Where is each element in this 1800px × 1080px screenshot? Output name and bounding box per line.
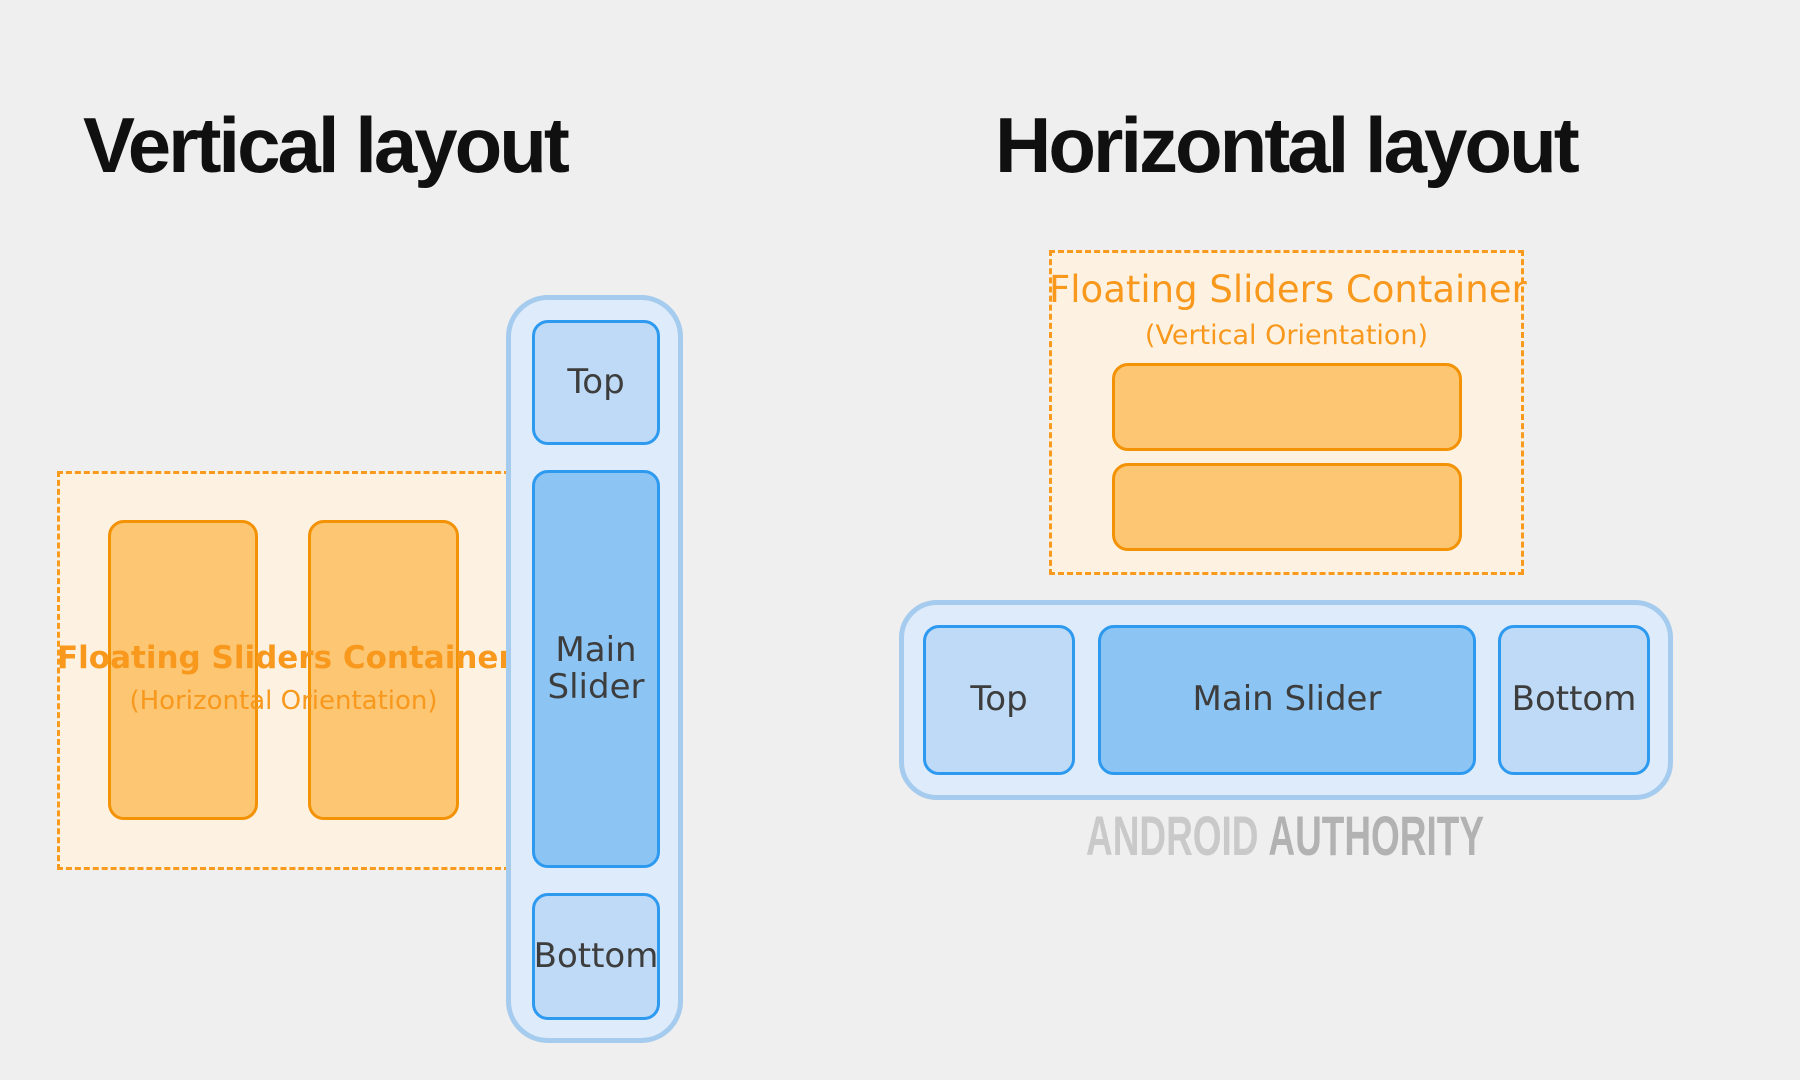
floating-container-label: Floating Sliders Container [57, 640, 514, 676]
floating-slider-vertical-1 [108, 520, 258, 820]
floating-container-sublabel: (Horizontal Orientation) [129, 686, 438, 716]
watermark-word-authority: AUTHORITY [1268, 804, 1484, 867]
horizontal-layout-title: Horizontal layout [995, 101, 1580, 190]
vertical-top-label: Top [567, 361, 625, 402]
vertical-main-slider-box: Main Slider [532, 470, 660, 868]
floating-container-label: Floating Sliders Container [1049, 268, 1527, 311]
horizontal-main-slider-box: Main Slider [1098, 625, 1476, 775]
horizontal-top-box: Top [923, 625, 1075, 775]
vertical-bottom-label: Bottom [533, 935, 659, 976]
horizontal-bottom-box: Bottom [1498, 625, 1650, 775]
android-authority-watermark: ANDROID AUTHORITY [1086, 808, 1484, 864]
horizontal-bottom-label: Bottom [1511, 679, 1637, 720]
floating-container-sublabel: (Vertical Orientation) [1144, 320, 1429, 351]
floating-slider-horizontal-2 [1112, 463, 1462, 551]
floating-slider-vertical-2 [308, 520, 459, 820]
vertical-bottom-box: Bottom [532, 893, 660, 1020]
watermark-word-android: ANDROID [1086, 804, 1259, 867]
floating-slider-horizontal-1 [1112, 363, 1462, 451]
vertical-top-box: Top [532, 320, 660, 445]
horizontal-top-label: Top [970, 679, 1028, 720]
horizontal-main-slider-label: Main Slider [1192, 679, 1382, 720]
vertical-layout-title: Vertical layout [83, 101, 570, 190]
vertical-main-slider-label: Main Slider [547, 629, 645, 707]
